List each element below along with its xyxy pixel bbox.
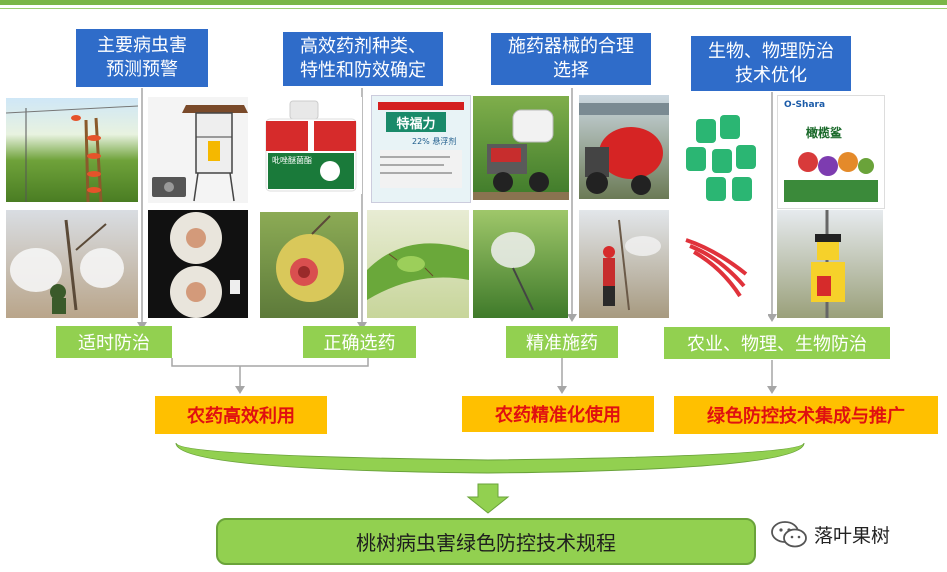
top-accent-bar — [0, 0, 947, 5]
biopesticide-name-label: 橄榄鲨 — [806, 126, 843, 140]
photo-trap-connectors — [676, 99, 768, 207]
header-pesticide-selection: 高效药剂种类、 特性和防效确定 — [283, 32, 443, 86]
brand-watermark: 落叶果树 — [770, 519, 890, 549]
label-correct-pesticide: 正确选药 — [303, 326, 416, 358]
wechat-icon — [771, 521, 807, 548]
pesticide-box-brand: 特福力 — [386, 112, 446, 132]
pesticide-box-concentration: 22% 悬浮剂 — [412, 137, 457, 146]
brand-name: 落叶果树 — [814, 524, 891, 547]
photo-red-dispenser-strips — [676, 210, 768, 318]
photo-biopesticide-package: O-Shara 橄榄鲨 — [777, 95, 885, 209]
photo-pesticide-box: 特福力 22% 悬浮剂 — [371, 95, 471, 203]
photo-pesticide-bottle: 吡唑醚菌酯 — [260, 97, 362, 194]
photo-petri-dishes — [148, 210, 248, 318]
header-equipment-selection: 施药器械的合理 选择 — [491, 33, 651, 85]
outcome-precision-use: 农药精准化使用 — [462, 396, 654, 432]
outcome-green-control: 绿色防控技术集成与推广 — [674, 396, 938, 434]
photo-yellow-trap — [777, 210, 883, 318]
photo-worker-spraying — [579, 210, 669, 318]
photo-monitoring-station — [148, 97, 248, 203]
photo-sprayer-machine — [473, 96, 569, 200]
label-timely-control: 适时防治 — [56, 326, 172, 358]
header-bio-physical-control: 生物、物理防治 技术优化 — [691, 36, 851, 91]
photo-diseased-peach — [260, 212, 358, 318]
top-divider-line — [0, 8, 947, 9]
pesticide-bottle-label: 吡唑醚菌酯 — [272, 156, 312, 165]
header-forecast: 主要病虫害 预测预警 — [76, 29, 208, 87]
photo-orchard-traps — [6, 98, 138, 202]
outcome-efficient-use: 农药高效利用 — [155, 396, 327, 434]
biopesticide-brand-label: O-Shara — [784, 100, 826, 110]
label-integrated-control: 农业、物理、生物防治 — [664, 327, 890, 359]
final-regulation-box: 桃树病虫害绿色防控技术规程 — [216, 518, 756, 565]
photo-manual-spraying — [473, 210, 568, 318]
photo-aphid-leaf — [367, 210, 469, 318]
photo-bagged-trees — [6, 210, 138, 318]
photo-orchard-sprayer — [579, 95, 669, 199]
label-precise-application: 精准施药 — [506, 326, 618, 358]
